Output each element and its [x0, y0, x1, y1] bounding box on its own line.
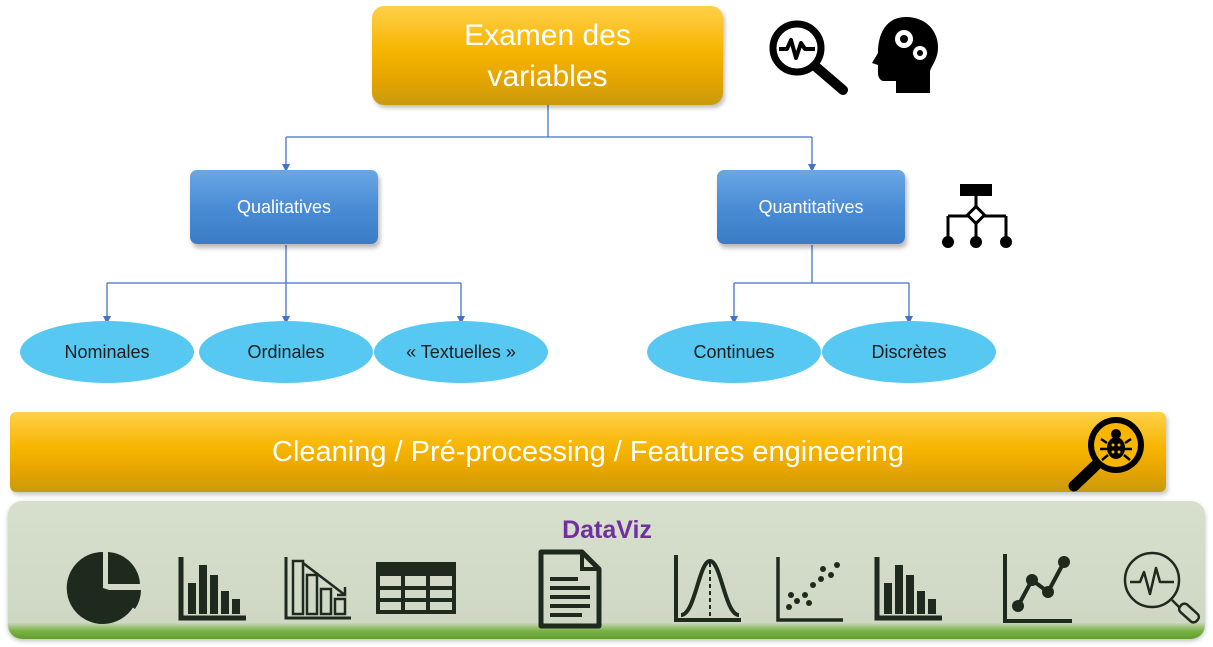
qualitative-label: Qualitatives: [236, 196, 332, 217]
textual-label: « Textuelles »: [406, 341, 516, 362]
top-box-line2: variables: [487, 59, 608, 93]
continuous-label: Continues: [693, 341, 775, 362]
bar-chart-icon: [874, 557, 942, 621]
hierarchy-icon: [942, 184, 1012, 248]
magnifier-pulse-icon: [769, 20, 848, 95]
cleaning-band: [10, 412, 1166, 492]
textual-ellipse: « Textuelles »: [374, 321, 548, 383]
head-gears-icon: [872, 17, 938, 93]
bar-chart-outline-icon: [284, 557, 351, 620]
quantitative-box: Quantitatives: [717, 170, 905, 244]
top-box-line1: Examen des: [464, 18, 631, 52]
variables-review-box: Examen des variables: [372, 6, 723, 105]
dataviz-title: DataViz: [562, 516, 652, 544]
nominal-label: Nominales: [64, 341, 150, 362]
nominal-ellipse: Nominales: [20, 321, 194, 383]
ordinal-ellipse: Ordinales: [199, 321, 373, 383]
line-chart-icon: [1003, 554, 1072, 623]
magnifier-pulse-outline-icon: [1123, 551, 1201, 624]
document-icon: [538, 549, 602, 629]
discrete-label: Discrètes: [871, 341, 947, 362]
table-icon: [376, 562, 456, 614]
discrete-ellipse: Discrètes: [822, 321, 996, 383]
qualitative-box: Qualitatives: [190, 170, 378, 244]
bug-magnifier-icon: [1068, 417, 1144, 492]
bell-curve-icon: [674, 555, 741, 622]
pie-chart-icon: [66, 551, 141, 624]
bar-chart-icon: [178, 557, 246, 621]
quantitative-label: Quantitatives: [758, 196, 864, 217]
ordinal-label: Ordinales: [247, 341, 325, 362]
cleaning-band-label: Cleaning / Pré-processing / Features eng…: [272, 435, 904, 468]
scatter-plot-icon: [776, 557, 843, 622]
continuous-ellipse: Continues: [647, 321, 821, 383]
